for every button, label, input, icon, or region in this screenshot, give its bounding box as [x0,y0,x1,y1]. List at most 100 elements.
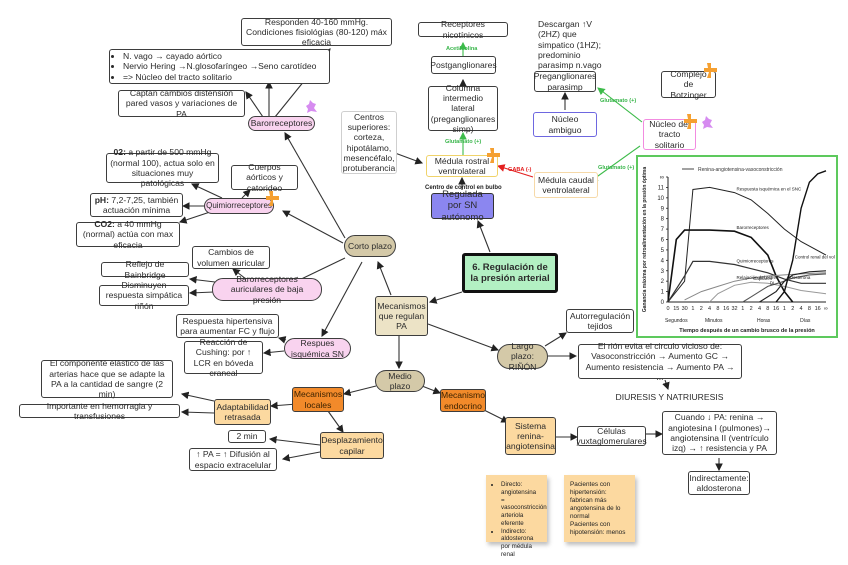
gaba-label: GABA (-) [508,167,532,173]
auricular-baro-node[interactable]: Barorreceptores auriculares de baja pres… [212,274,322,305]
caudal-label: Médula caudal ventrolateral [538,174,594,195]
x-tick-label: 4 [800,306,803,312]
two-min-box: 2 min [228,430,266,443]
main-title: 6. Regulación de la presión arterial [470,261,550,284]
pink-puzzle-icon [702,116,713,129]
link-quimio-o2 [191,183,223,199]
x-tick-label: ∞ [824,306,828,312]
sticky-note-patients[interactable]: Pacientes con hipertensión: fabrican más… [564,475,635,542]
o2-box: 02: a partir de 500 mmHg (normal 100), a… [106,147,219,188]
link-kidney-diuresis [662,379,670,391]
discharge-text: Descargan ↑V (2HZ) que simpatico (1HZ); … [538,19,602,71]
baro-range-text: Responden 40-160 mmHg. Condiciones fisio… [246,16,387,48]
medium-term-node[interactable]: Medio plazo [375,370,425,392]
ambiguous-nucleus-node[interactable]: Núcleo ambiguo [533,112,597,137]
note-patients-text: Pacientes con hipertensión: fabrican más… [570,481,626,536]
link-caudal-rostral [496,164,534,178]
link-cap-diffusion [281,451,321,462]
hypertensive-text: Respuesta hipertensiva para aumentar FC … [180,315,275,336]
x-group-label: Minutos [705,318,723,324]
local-node[interactable]: Mecanismos locales [292,387,344,412]
link-medio-local [342,385,377,397]
rostral-node[interactable]: Médula rostral ventrolateral [426,155,498,177]
orange-puzzle-icon [487,148,500,163]
caudal-node[interactable]: Médula caudal ventrolateral [534,172,598,198]
capillary-node[interactable]: Desplazamiento capilar [320,432,384,459]
autoreg-text: Autorregulación tejidos [569,310,631,331]
series-label: Capilares [753,276,773,281]
nerve-item: => Núcleo del tracto solitario [123,72,316,82]
bulb-label: Centro de control en bulbo [425,185,502,191]
link-local-capillary [327,410,344,433]
y-tick-label: 4 [661,258,665,264]
x-axis-title: Tiempo después de un cambio brusco de la… [679,328,815,334]
x-tick-label: 15 [673,306,679,312]
link-cap-2min [268,435,321,446]
cushing-text: Reacción de Cushing: por ↑ LCR en bóveda… [193,336,254,378]
series-label: Barorreceptores [737,225,770,230]
hemorrhage-text: Importante en hemorragia y transfusiones [46,400,153,421]
series-line [709,281,827,303]
diffusion-text: ↑ PA = ↑ Difusión al espacio extracelula… [194,449,272,470]
orange-puzzle-icon [704,63,717,78]
x-tick-label: 1 [741,306,744,312]
isquemic-node[interactable]: Respues isquémica SN [284,338,351,359]
mechanisms-node[interactable]: Mecanismos que regulan PA [375,296,428,336]
short-term-node[interactable]: Corto plazo [344,235,396,257]
long-term-node[interactable]: Largo plazo: RIÑÓN [497,341,548,372]
cascade-box: Cuando ↓ PA: renina → angiotesina I (pul… [662,411,777,455]
baroreceptors-node[interactable]: Barorreceptores [248,116,315,131]
x-tick-label: 1 [783,306,786,312]
mechanisms-label: Mecanismos que regulan PA [377,300,426,332]
link-isq-hyper [277,336,287,344]
x-tick-label: 16 [723,306,729,312]
y-tick-label: 5 [661,248,665,254]
main-title-node[interactable]: 6. Regulación de la presión arterial [462,253,558,293]
link-higher-rostral [394,152,424,165]
chemoreceptors-label: Quimiorreceptores [206,201,272,211]
hypertensive-box: Respuesta hipertensiva para aumentar FC … [176,314,279,338]
link-solitary-caudal [590,145,641,182]
glutamate-label-1: Glutamato (+) [445,139,482,145]
co2-box: CO2: a 40 mmHg (normal) actúa con max ef… [76,219,180,250]
ph-value: 7,2-7,25, también actuación mínima [102,194,179,215]
x-group-label: Días [800,318,811,324]
delayed-node[interactable]: Adaptabilidad retrasada [214,399,271,425]
volume-box: Cambios de volumen auricular [192,246,270,269]
baro-nerves-box: N. vago → cayado aórtico Nervio Hering →… [109,49,330,84]
cascade-text: Cuando ↓ PA: renina → angiotesina I (pul… [668,412,771,454]
juxta-box: Células yuxtaglomerulares [576,426,647,446]
x-tick-label: 2 [791,306,794,312]
link-baro-detect [245,91,264,118]
higher-centers-text: Centros superiores: corteza, hipotálamo,… [342,111,396,174]
y-tick-label: 9 [661,206,665,212]
nicotinic-text: Receptores nicotínicos [441,19,485,40]
glutamate-label-3: Glutamato (+) [598,165,635,171]
medium-term-label: Medio plazo [388,370,412,391]
volume-text: Cambios de volumen auricular [197,247,265,268]
orange-puzzle-icon [266,191,279,206]
y-tick-label: ∞ [660,175,664,181]
autonomic-node[interactable]: Regulada por SN autónomo [431,189,494,223]
link-mech-largo [427,323,500,352]
link-corto-isq [321,261,363,337]
raas-node[interactable]: Sistema renina-angiotensina [505,417,556,455]
renal-response-box: Disminuyen respuesta simpática riñón [99,280,189,311]
o2-value: a partir de 500 mmHg (normal 100), actua… [110,147,215,189]
endocrine-node[interactable]: Mecanismo endocrino [440,389,486,412]
solitary-nucleus-node[interactable]: Núcleo del tracto solitario [643,119,696,150]
x-tick-label: 2 [750,306,753,312]
chemoreceptors-node[interactable]: Quimiorreceptores [204,198,274,214]
link-auric-volume [232,268,247,280]
note-list: Directo: angiotensina = vasoconstricción… [492,481,547,559]
sticky-note-direct[interactable]: Directo: angiotensina = vasoconstricción… [486,475,547,558]
column-text: Columna intermedio lateral (pregangliona… [430,82,496,134]
y-tick-label: 0 [661,300,665,306]
link-mech-corto [376,260,392,296]
autoreg-box: Autorregulación tejidos [566,309,634,333]
y-axis-title: Ganancia máxima por retroalimentación en… [642,167,648,313]
column-box: Columna intermedio lateral (pregangliona… [428,83,498,134]
note-item: Directo: angiotensina = vasoconstricción… [501,481,547,528]
x-group-label: Horas [757,318,771,324]
